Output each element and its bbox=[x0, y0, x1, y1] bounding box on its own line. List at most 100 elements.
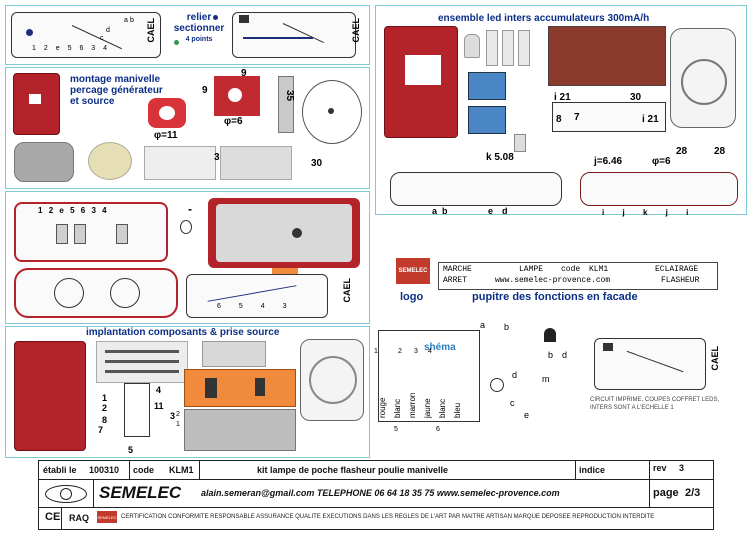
label-a: a bbox=[432, 206, 438, 216]
project-title: kit lampe de poche flasheur poulie maniv… bbox=[257, 465, 449, 475]
schema-num-2: 2 bbox=[398, 348, 402, 355]
wire-blanc-1: blanc bbox=[393, 398, 402, 418]
fn-code-val: KLM1 bbox=[589, 265, 609, 274]
pin-label-d: d bbox=[106, 27, 110, 34]
company-name: SEMELEC bbox=[99, 483, 182, 502]
dim-9-top: 9 bbox=[241, 68, 247, 79]
schema-m: m bbox=[542, 374, 550, 384]
impl-label-1b: 1 bbox=[176, 421, 180, 428]
fn-flasheur: FLASHEUR bbox=[661, 276, 700, 285]
battery-holder-drawing bbox=[552, 102, 666, 132]
etabli-value: 100310 bbox=[89, 465, 120, 475]
red-flange-part bbox=[148, 98, 186, 128]
implantation-title: implantation composants & prise source bbox=[86, 327, 280, 338]
impl-label-3: 3 bbox=[170, 411, 176, 421]
pin-label-b: b bbox=[130, 17, 134, 24]
cael-label-wiring: CAEL bbox=[342, 278, 352, 303]
pin-3: 3 bbox=[91, 45, 99, 52]
circuit-note: CIRCUIT IMPRIME, COUPES COFFRET LEDS, IN… bbox=[590, 397, 720, 411]
impl-label-11: 11 bbox=[154, 401, 164, 411]
accumulator-3 bbox=[518, 30, 530, 66]
wire-marron: marron bbox=[408, 392, 417, 418]
impl-label-2: 2 bbox=[102, 403, 108, 413]
pin-label-c: c bbox=[100, 35, 104, 42]
switch-photo-2 bbox=[468, 106, 506, 134]
assembly-photo bbox=[548, 26, 666, 86]
orange-connector bbox=[272, 268, 298, 276]
axle-photo bbox=[220, 146, 292, 180]
wnum-6: 6 bbox=[217, 303, 229, 310]
ijk-i2: i bbox=[686, 208, 689, 217]
schema-b: b bbox=[504, 322, 510, 332]
function-box: MARCHE ARRET LAMPE code KLM1 ECLAIRAGE w… bbox=[438, 262, 718, 290]
wire-bleu: bleu bbox=[453, 402, 462, 418]
logo-text: SEMELEC bbox=[398, 268, 428, 274]
pin-6: 6 bbox=[79, 45, 87, 52]
montage-title-2: percage générateur bbox=[70, 85, 163, 96]
semelec-logo: SEMELEC bbox=[396, 258, 430, 284]
switch-board-right bbox=[580, 172, 738, 206]
blue-trace bbox=[243, 37, 313, 39]
pupitre-caption: pupitre des fonctions en facade bbox=[472, 291, 638, 303]
cert-logo-text: SEMELEC bbox=[97, 514, 117, 520]
board-bottom-view bbox=[14, 268, 178, 318]
cert-text: CERTIFICATION CONFORMITE RESPONSABLE ASS… bbox=[121, 514, 655, 520]
component-resistor-2 bbox=[74, 224, 86, 244]
dim-k508: k 5.08 bbox=[486, 152, 514, 163]
dim-phi11: φ=11 bbox=[154, 130, 178, 141]
wnum-5: 5 bbox=[238, 303, 251, 310]
pulley-front-view bbox=[302, 80, 362, 144]
pcb-trace-2 bbox=[282, 23, 324, 43]
dim-i21-top: i 21 bbox=[554, 92, 571, 103]
fn-code: code bbox=[561, 265, 581, 274]
ce-mark: CE bbox=[45, 511, 61, 523]
ijk-j2: j bbox=[665, 208, 668, 217]
wpin-1: 1 bbox=[38, 206, 45, 215]
dim-phi6-ens: φ=6 bbox=[652, 156, 671, 167]
case-photo-open bbox=[384, 26, 458, 138]
montage-title: montage manivelle percage générateur et … bbox=[70, 74, 163, 107]
schema-num-6: 6 bbox=[436, 426, 440, 433]
enclosure-inside bbox=[208, 198, 360, 268]
dim-28-b: 28 bbox=[714, 146, 726, 157]
fn-eclairage: ECLAIRAGE bbox=[655, 265, 699, 274]
led-dot bbox=[26, 29, 33, 36]
impl-label-2b: 2 bbox=[176, 411, 180, 418]
dim-i21-right: i 21 bbox=[642, 114, 659, 125]
ic-photo bbox=[202, 341, 266, 367]
orange-pcb-photo bbox=[184, 369, 296, 407]
case-photo-large bbox=[14, 341, 86, 451]
implantation-panel: implantation composants & prise source 1… bbox=[5, 326, 370, 458]
dim-35: 35 bbox=[284, 90, 295, 102]
cael-label-right: CAEL bbox=[351, 18, 361, 43]
fn-website: www.semelec-provence.com bbox=[495, 276, 611, 285]
schema-c: c bbox=[510, 398, 515, 408]
wnum-4: 4 bbox=[260, 303, 273, 310]
fn-arret: ARRET bbox=[443, 276, 468, 285]
pcb-outline-left: a b c d 1 2 e 5 6 3 4 bbox=[11, 12, 161, 58]
wpin-6: 6 bbox=[80, 206, 88, 215]
schema-a: a bbox=[480, 320, 486, 330]
code-value: KLM1 bbox=[169, 465, 194, 475]
relier-text: relier bbox=[186, 12, 212, 23]
case-hole bbox=[29, 94, 41, 104]
impl-label-8: 8 bbox=[102, 415, 108, 425]
schema-num-4: 4 bbox=[428, 348, 432, 355]
dim-30-top: 30 bbox=[630, 92, 642, 103]
schema-b2: b bbox=[548, 350, 554, 360]
cert-logo: SEMELEC bbox=[97, 511, 117, 523]
board-wiring-view: 6 5 4 3 bbox=[186, 274, 328, 318]
pulley-photo bbox=[670, 28, 736, 128]
page-value: 2/3 bbox=[685, 487, 701, 499]
schema-e: e bbox=[524, 410, 530, 420]
pin-row-wiring: 1 2 e 5 6 3 4 bbox=[38, 206, 109, 215]
transistor-symbol bbox=[544, 328, 556, 342]
lamp-symbol bbox=[490, 378, 504, 392]
wire-labels: rouge blanc marron jaune blanc bleu bbox=[378, 358, 462, 418]
wpin-3: 3 bbox=[91, 206, 98, 215]
schema-num-3: 3 bbox=[414, 348, 418, 355]
label-b: b bbox=[442, 206, 448, 216]
label-d: d bbox=[502, 206, 508, 216]
wpin-e: e bbox=[59, 206, 66, 215]
schema-d2: d bbox=[562, 350, 568, 360]
